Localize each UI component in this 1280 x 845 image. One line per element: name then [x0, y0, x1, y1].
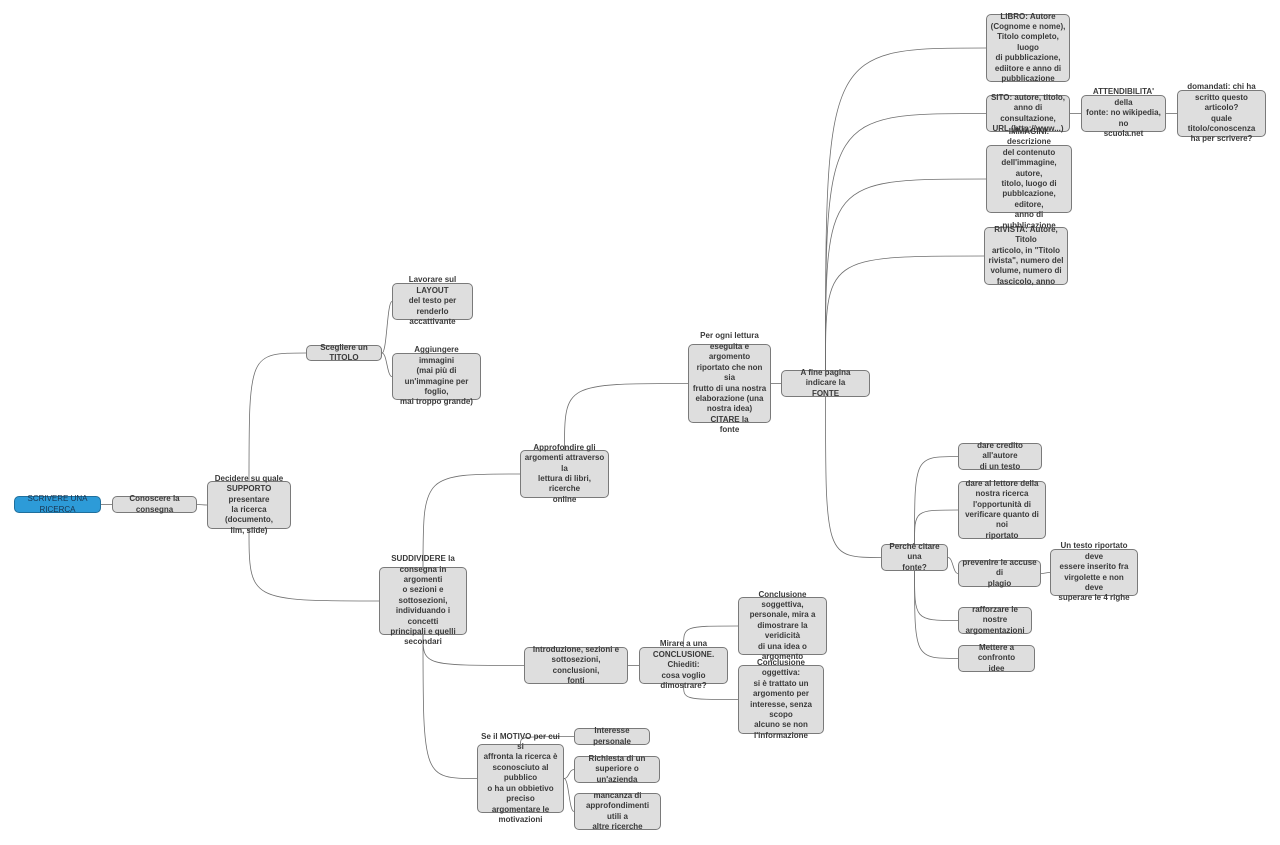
node-dare-credito-autore[interactable]: dare credito all'autore di un testo: [958, 441, 1042, 471]
node-testo-virgolette[interactable]: Un testo riportato deve essere inserito …: [1050, 541, 1138, 602]
connector-titolo-layout: [381, 301, 393, 354]
node-lavorare-layout[interactable]: Lavorare sul LAYOUT del testo per render…: [392, 275, 473, 326]
connector-perche-opportunita: [914, 509, 959, 545]
connector-approfondire-lettura: [564, 383, 689, 451]
connector-decidere-titolo: [248, 352, 307, 482]
connector-perche-credito: [914, 456, 959, 545]
root-node-scrivere-una-ricerca[interactable]: SCRIVERE UNA RICERCA: [14, 494, 101, 514]
node-richiesta-superiore[interactable]: Richiesta di un superiore o un'azienda: [574, 754, 660, 784]
node-fonte-sito[interactable]: SITO: autore, titolo, anno di consultazi…: [986, 93, 1070, 133]
connector-fonte-imgfonte: [825, 178, 987, 371]
connector-plagio-virgolette: [1040, 572, 1051, 574]
connector-fonte-rivista: [825, 255, 985, 371]
node-mirare-conclusione[interactable]: Mirare a una CONCLUSIONE. Chiediti: cosa…: [639, 639, 728, 690]
node-suddividere-consegna[interactable]: SUDDIVIDERE la consegna in argomenti o s…: [379, 554, 467, 646]
node-approfondire-argomenti[interactable]: Approfondire gli argomenti attraverso la…: [520, 443, 609, 504]
node-prevenire-plagio[interactable]: prevenire le accuse di plagio: [958, 558, 1041, 588]
connector-suddividere-motivo: [422, 634, 478, 779]
node-decidere-supporto[interactable]: Decidere su quale SUPPORTO presentare la…: [207, 474, 291, 535]
node-fonte-immagini[interactable]: IMMAGINI: descrizione del contenuto dell…: [986, 127, 1072, 230]
connector-suddividere-approfondire: [422, 473, 521, 568]
node-fonte-rivista[interactable]: RIVISTA: Autore, Titolo articolo, in "Ti…: [984, 225, 1068, 286]
node-conclusione-soggettiva[interactable]: Conclusione soggettiva, personale, mira …: [738, 590, 827, 661]
connector-fonte-sito: [825, 113, 987, 371]
connector-titolo-immagini: [381, 352, 393, 377]
connector-decidere-suddividere: [248, 528, 380, 602]
connector-conclusione-oggettiva: [683, 683, 739, 700]
node-indicare-fonte[interactable]: A fine pagina indicare la FONTE: [781, 368, 870, 398]
connector-perche-confronto: [914, 570, 959, 659]
node-mancanza-approfondimenti[interactable]: mancanza di approfondimenti utili a altr…: [574, 791, 661, 831]
connector-fonte-libro: [825, 47, 987, 371]
connector-motivo-mancanza: [563, 778, 575, 812]
connector-perche-rafforzare: [914, 570, 959, 621]
node-domandati-autore[interactable]: domandati: chi ha scritto questo articol…: [1177, 82, 1266, 143]
connector-motivo-richiesta: [563, 769, 575, 779]
node-aggiungere-immagini[interactable]: Aggiungere immagini (mai più di un'immag…: [392, 345, 481, 406]
node-interesse-personale[interactable]: Interesse personale: [574, 726, 650, 746]
node-scegliere-titolo[interactable]: Scegliere un TITOLO: [306, 343, 382, 362]
connector-conclusione-soggettiva: [683, 625, 739, 648]
connector-conoscere-decidere: [196, 504, 208, 506]
connector-motivo-interesse: [520, 736, 575, 745]
node-mettere-confronto-idee[interactable]: Mettere a confronto idee: [958, 643, 1035, 673]
node-opportunita-verificare[interactable]: dare al lettore della nostra ricerca l'o…: [958, 479, 1046, 540]
node-perche-citare-fonte[interactable]: Perchè citare una fonte?: [881, 542, 948, 572]
connector-perche-plagio: [947, 557, 959, 574]
node-rafforzare-argomentazioni[interactable]: rafforzare le nostre argomentazioni: [958, 605, 1032, 635]
node-conoscere-la-consegna[interactable]: Conoscere la consegna: [112, 494, 197, 514]
connector-fonte-perche: [825, 396, 882, 558]
node-conclusione-oggettiva[interactable]: Conclusione oggettiva: si è trattato un …: [738, 658, 824, 740]
node-introduzione-sezioni[interactable]: Introduzione, sezioni e sottosezioni, co…: [524, 645, 628, 685]
node-citare-la-fonte[interactable]: Per ogni lettura eseguita e argomento ri…: [688, 331, 771, 434]
node-attendibilita-fonte[interactable]: ATTENDIBILITA' della fonte: no wikipedia…: [1081, 87, 1166, 138]
node-motivo-ricerca[interactable]: Se il MOTIVO per cui si affronta la rice…: [477, 732, 564, 824]
node-fonte-libro[interactable]: LIBRO: Autore (Cognome e nome), Titolo c…: [986, 12, 1070, 83]
